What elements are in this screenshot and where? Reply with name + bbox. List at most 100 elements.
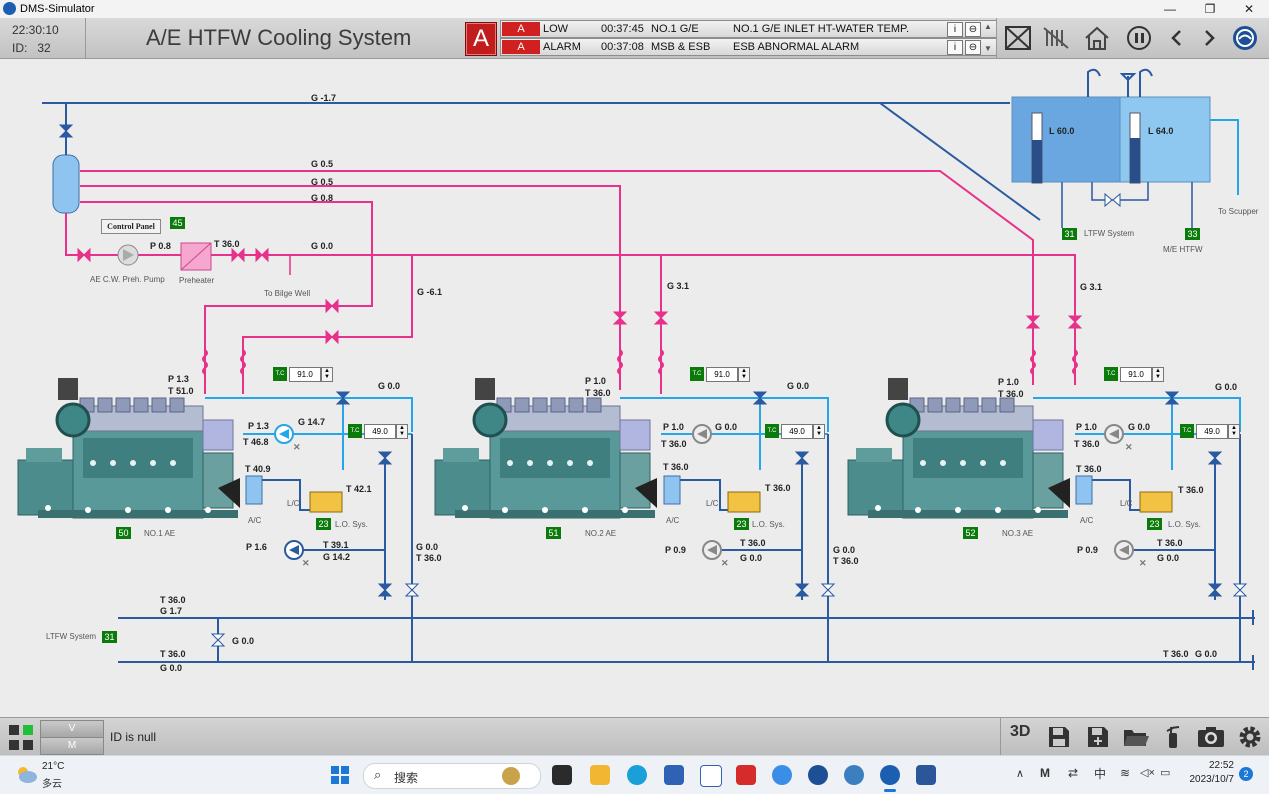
file-explorer-icon[interactable]	[590, 765, 610, 785]
alarm-level: ALARM	[543, 41, 581, 53]
mute-icon[interactable]	[1041, 24, 1071, 52]
aux-temp: T 36.0	[740, 538, 766, 548]
engine-name: NO.1 AE	[144, 529, 176, 538]
pump-pressure: P 1.3	[248, 421, 269, 431]
home-icon[interactable]	[1082, 24, 1112, 52]
globe-app-icon[interactable]	[808, 765, 828, 785]
me-htfw-badge[interactable]: 33	[1185, 228, 1200, 240]
tc-spinner-icon[interactable]: ▲▼	[1152, 367, 1164, 382]
fullscreen-icon[interactable]	[1003, 24, 1033, 52]
pump-stopped-icon: ✕	[293, 442, 301, 452]
engine-jacket-temp: T 36.0	[998, 389, 1024, 399]
app-m-icon[interactable]	[700, 765, 722, 787]
window-titlebar: DMS-Simulator — ❐ ✕	[0, 0, 1269, 19]
edge-browser-icon[interactable]	[627, 765, 647, 785]
top-flow-label: G -1.7	[311, 93, 337, 103]
tc-spinner-icon[interactable]: ▲▼	[738, 367, 750, 382]
engine-name: NO.2 AE	[585, 529, 617, 538]
pump-flow: G 0.0	[715, 422, 738, 432]
3d-view-icon[interactable]: 3D	[1010, 723, 1031, 740]
save-as-icon[interactable]	[1085, 724, 1111, 750]
dms-simulator-icon[interactable]	[880, 765, 900, 785]
control-panel-button[interactable]: Control Panel	[101, 219, 161, 234]
lc-label: L/C	[1120, 499, 1133, 508]
engine-id-badge[interactable]: 51	[546, 527, 561, 539]
status-indicator	[23, 740, 33, 750]
clock-date[interactable]: 2023/10/7	[1189, 774, 1235, 785]
lo-system-badge[interactable]: 23	[316, 518, 331, 530]
alarm-row[interactable]: A LOW 00:37:45 NO.1 G/E NO.1 G/E INLET H…	[500, 20, 997, 38]
alarm-flag: A	[502, 22, 540, 36]
windows-start-icon[interactable]	[330, 765, 350, 785]
tc-spinner-icon[interactable]: ▲▼	[813, 424, 825, 439]
ship-app-icon[interactable]	[844, 765, 864, 785]
engine-jacket-pressure: P 1.3	[168, 374, 189, 384]
notification-badge[interactable]: 2	[1239, 767, 1253, 781]
lc-temp: T 42.1	[346, 484, 372, 494]
lo-system-badge[interactable]: 23	[734, 518, 749, 530]
tray-app-icon[interactable]: M	[1040, 766, 1050, 780]
clock-time[interactable]: 22:52	[1208, 760, 1234, 771]
tray-overflow-icon[interactable]: ∧	[1016, 768, 1025, 780]
lo-system-badge[interactable]: 23	[1147, 518, 1162, 530]
store-icon[interactable]	[664, 765, 684, 785]
battery-icon[interactable]: ▭	[1160, 767, 1171, 779]
v-button[interactable]: V	[40, 720, 104, 738]
camera-icon[interactable]	[1196, 725, 1226, 749]
alarm-info-button[interactable]: i	[947, 22, 963, 37]
aux-pump-pressure: P 0.9	[665, 545, 686, 555]
alarm-acknowledge-button[interactable]: A	[465, 22, 497, 56]
close-button[interactable]: ✕	[1243, 2, 1255, 16]
pause-icon[interactable]	[1124, 24, 1154, 52]
alarm-scroll-up-icon[interactable]: ▲	[984, 22, 992, 31]
pink-flow-label: G 0.5	[311, 159, 334, 169]
weather-cloudy-icon[interactable]	[14, 763, 38, 785]
save-icon[interactable]	[1046, 724, 1072, 750]
open-folder-icon[interactable]	[1122, 724, 1150, 750]
status-indicator	[9, 725, 19, 735]
huawei-icon[interactable]	[736, 765, 756, 785]
m-button[interactable]: M	[40, 737, 104, 755]
ltfw-system-badge[interactable]: 31	[1062, 228, 1077, 240]
engine-id-badge[interactable]: 50	[116, 527, 131, 539]
pump-temp: T 36.0	[1074, 439, 1100, 449]
ltfw-system-badge[interactable]: 31	[102, 631, 117, 643]
control-panel-id-badge[interactable]: 45	[170, 217, 185, 229]
word-icon[interactable]	[916, 765, 936, 785]
company-logo-icon	[1233, 26, 1257, 50]
tc-spinner-icon[interactable]: ▲▼	[321, 367, 333, 382]
status-indicator	[23, 725, 33, 735]
preheater-label: Preheater	[179, 276, 215, 285]
minimize-button[interactable]: —	[1164, 2, 1176, 16]
right-header-temp: T 36.0	[1163, 649, 1189, 659]
ime-indicator[interactable]: 中	[1094, 767, 1107, 781]
ac-temp: T 40.9	[245, 464, 271, 474]
engine3-up-flow: G 3.1	[1080, 282, 1103, 292]
extinguisher-icon[interactable]	[1162, 724, 1184, 750]
status-bar: V M ID is null 3D	[0, 717, 1269, 756]
wifi-icon[interactable]: ≋	[1120, 766, 1131, 780]
alarm-ack-icon[interactable]: ⊖	[965, 40, 981, 55]
prev-page-icon[interactable]	[1162, 24, 1192, 52]
alarm-ack-icon[interactable]: ⊖	[965, 22, 981, 37]
tc-spinner-icon[interactable]: ▲▼	[1228, 424, 1240, 439]
cloud-icon[interactable]	[772, 765, 792, 785]
aux-pump-pressure: P 0.9	[1077, 545, 1098, 555]
tank-level-left: L 60.0	[1049, 126, 1075, 136]
next-page-icon[interactable]	[1194, 24, 1224, 52]
pink-flow-label: G 0.8	[311, 193, 334, 203]
aux-pump-pressure: P 1.6	[246, 542, 267, 552]
alarm-row[interactable]: A ALARM 00:37:08 MSB & ESB ESB ABNORMAL …	[500, 38, 997, 56]
tray-swap-icon[interactable]: ⇄	[1068, 766, 1079, 780]
alarm-scroll-down-icon[interactable]: ▼	[984, 44, 992, 53]
settings-gear-icon[interactable]	[1237, 724, 1263, 750]
engine-id-badge[interactable]: 52	[963, 527, 978, 539]
scupper-label: To Scupper	[1218, 207, 1259, 216]
volume-muted-icon[interactable]: ◁×	[1140, 767, 1155, 779]
taskview-icon[interactable]	[552, 765, 572, 785]
alarm-info-button[interactable]: i	[947, 40, 963, 55]
taskbar-search-box[interactable]: ⌕ 搜索	[363, 763, 541, 789]
tc-spinner-icon[interactable]: ▲▼	[396, 424, 408, 439]
maximize-button[interactable]: ❐	[1204, 2, 1216, 16]
ac-label: A/C	[1080, 516, 1094, 525]
